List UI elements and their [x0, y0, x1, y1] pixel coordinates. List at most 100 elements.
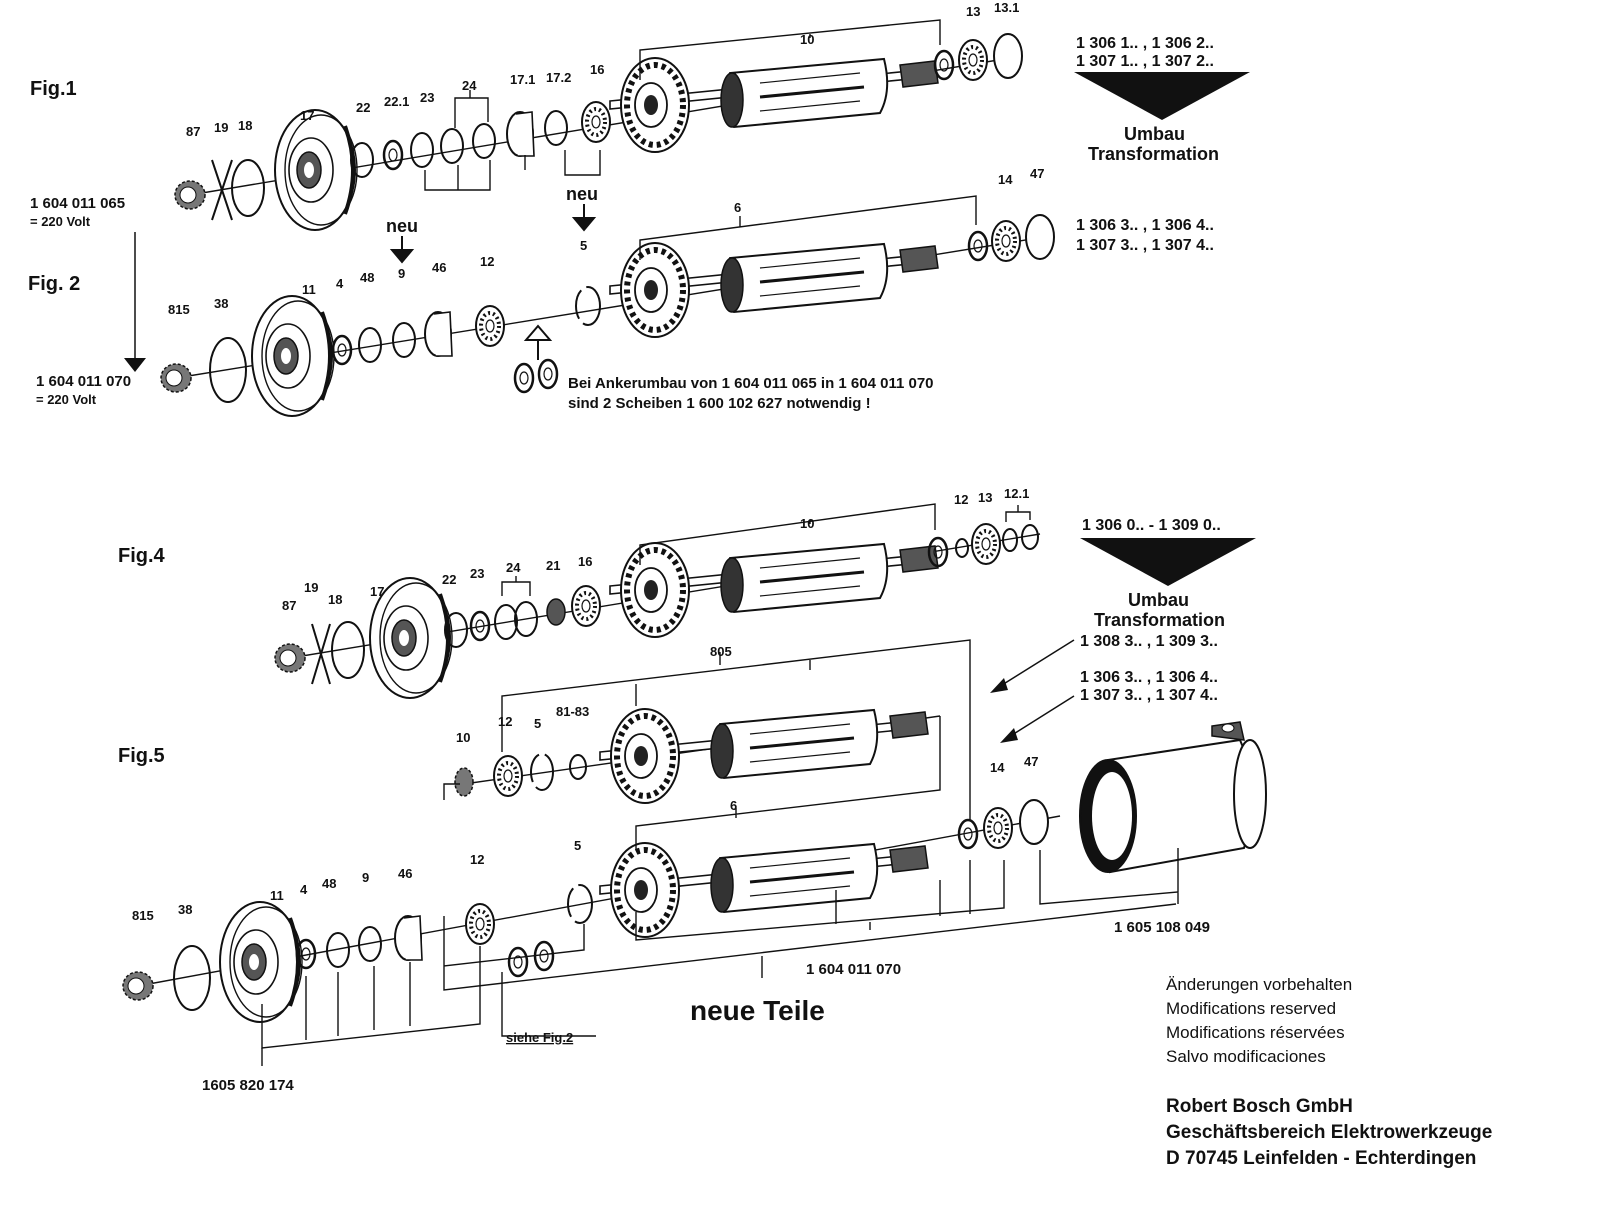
umbau-triangle-top [1074, 72, 1250, 120]
fig5-label-10: 10 [456, 730, 470, 745]
model-code-mid-b: 1 307 3.. , 1 307 4.. [1076, 237, 1214, 254]
pointer-arrow-a [993, 639, 1075, 691]
fig2-circlip-5 [575, 286, 601, 326]
voltage-label-a: = 220 Volt [30, 214, 91, 229]
part-number-1605820174: 1605 820 174 [202, 1077, 294, 1094]
fig5-shim-81-83 [569, 754, 587, 780]
fig2-label-48: 48 [360, 270, 374, 285]
neu-arrow-left [389, 236, 415, 264]
umbau-triangle-fig4 [1080, 538, 1256, 586]
pointer-arrow-b [1003, 695, 1075, 741]
fig1-armature-10 [610, 58, 938, 152]
conversion-note: Bei Ankerumbau von 1 604 011 065 in 1 60… [568, 375, 934, 412]
fig5-shim-a [507, 946, 529, 978]
fig4-label-87: 87 [282, 598, 296, 613]
fig1-label-87: 87 [186, 124, 200, 139]
fig2-shim-b [537, 358, 559, 390]
part-number-1605108049: 1 605 108 049 [1114, 919, 1210, 936]
fig1-label-17: 17 [300, 108, 314, 123]
fig1-label-13-1: 13.1 [994, 0, 1019, 15]
fig5-label-48: 48 [322, 876, 336, 891]
fig1-gearhead-17 [273, 108, 359, 232]
part-number-1604011070-bottom: 1 604 011 070 [806, 961, 901, 978]
disclaimer-fr: Modifications réservées [1166, 1023, 1345, 1042]
neu-arrow-right [571, 204, 597, 232]
fig4-umbau-block: 1 306 0.. - 1 309 0.. Umbau Transformati… [990, 517, 1256, 743]
fig5-top-labels: 10 12 5 81-83 805 [456, 644, 732, 745]
fig5-motor-housing [1079, 721, 1267, 874]
fig2-cap-47 [1025, 214, 1055, 260]
fig2-label-38: 38 [214, 296, 228, 311]
model-code-fig4-range: 1 306 0.. - 1 309 0.. [1082, 517, 1221, 534]
fig5-circlip-5 [567, 884, 593, 924]
fig2-label-5: 5 [580, 238, 587, 253]
fig5-label-4: 4 [300, 882, 308, 897]
fig1-part-23 [410, 132, 434, 168]
fig5-label-38: 38 [178, 902, 192, 917]
transformation-label-top: Transformation [1088, 144, 1219, 164]
fig5-label-12: 12 [470, 852, 484, 867]
fig4-part-12 [955, 538, 969, 558]
fig1-label-10: 10 [800, 32, 814, 47]
fig2-pinion-815 [160, 363, 192, 393]
fig5-label-47: 47 [1024, 754, 1038, 769]
fig1-part-22-1 [382, 139, 404, 171]
fig4-label-22: 22 [442, 572, 456, 587]
fig2-part-46 [424, 311, 453, 357]
fig5-bottom-parts [122, 716, 1267, 1066]
fig1-cap-13-1 [993, 33, 1023, 79]
fig2-labels: 815 38 11 4 48 9 46 12 5 6 14 47 [168, 166, 1044, 317]
fig1-label-18: 18 [238, 118, 252, 133]
fig4-label-23: 23 [470, 566, 484, 581]
fig5-label-14: 14 [990, 760, 1005, 775]
voltage-label-b: = 220 Volt [36, 392, 97, 407]
fig5-label-9: 9 [362, 870, 369, 885]
fig5-label-11: 11 [270, 888, 284, 903]
fig5-bottom-labels: 815 38 11 4 48 9 46 12 5 6 14 47 [132, 754, 1038, 923]
pointer-arrowhead-b [1000, 728, 1018, 743]
company-name: Robert Bosch GmbH [1166, 1096, 1353, 1117]
fig2-label-11: 11 [302, 282, 316, 297]
fig1-label: Fig.1 [30, 78, 77, 100]
disclaimer-es: Salvo modificaciones [1166, 1047, 1326, 1066]
fig5-spring-10 [454, 767, 474, 797]
fig5-label-81-83: 81-83 [556, 704, 589, 719]
fig5-gearhead-11 [218, 900, 304, 1024]
fig2-up-arrow-head [523, 324, 553, 341]
fig1-label-17-2: 17.2 [546, 70, 571, 85]
fig4-parts [274, 503, 1041, 700]
fig5-part-46 [394, 915, 423, 961]
fig1-label-22: 22 [356, 100, 370, 115]
fig2-label-47: 47 [1030, 166, 1044, 181]
fig5-shim-b [533, 940, 555, 972]
fig4-part-12-1a [1002, 528, 1018, 552]
fig5-label-12-top: 12 [498, 714, 512, 729]
neu-markers: neu neu [386, 184, 598, 264]
fig1-part-17-2 [544, 110, 568, 146]
fig1-pinion-87 [174, 180, 206, 210]
fig5-armature-805 [600, 709, 928, 803]
fig4-label-17: 17 [370, 584, 384, 599]
fig5-label: Fig.5 [118, 745, 165, 767]
fig5-part-numbers: 1 604 011 070 1 605 108 049 1605 820 174… [202, 919, 1210, 1094]
fig4-label: Fig.4 [118, 545, 166, 567]
neu-label-right: neu [566, 184, 598, 204]
conversion-note-line1: Bei Ankerumbau von 1 604 011 065 in 1 60… [568, 375, 934, 392]
part-number-1604011070: 1 604 011 070 [36, 373, 131, 390]
fig5-cap-47 [1019, 799, 1049, 845]
fig5-label-815: 815 [132, 908, 154, 923]
part-number-1604011065: 1 604 011 065 [30, 195, 125, 212]
company-division: Geschäftsbereich Elektrowerkzeuge [1166, 1122, 1492, 1143]
fig4-part-21 [546, 598, 566, 626]
fig1-label-23: 23 [420, 90, 434, 105]
disclaimer-block: Änderungen vorbehalten Modifications res… [1166, 975, 1352, 1066]
fig4-armature-10 [610, 543, 938, 637]
fig4-oring-18 [331, 621, 365, 679]
fig4-label-18: 18 [328, 592, 342, 607]
fig1-label-24: 24 [462, 78, 477, 93]
fig4-label-12-1: 12.1 [1004, 486, 1029, 501]
fig5-oring-38 [173, 945, 211, 1011]
fig4-label-13: 13 [978, 490, 992, 505]
fig1-parts [174, 19, 1023, 232]
disclaimer-de: Änderungen vorbehalten [1166, 975, 1352, 994]
